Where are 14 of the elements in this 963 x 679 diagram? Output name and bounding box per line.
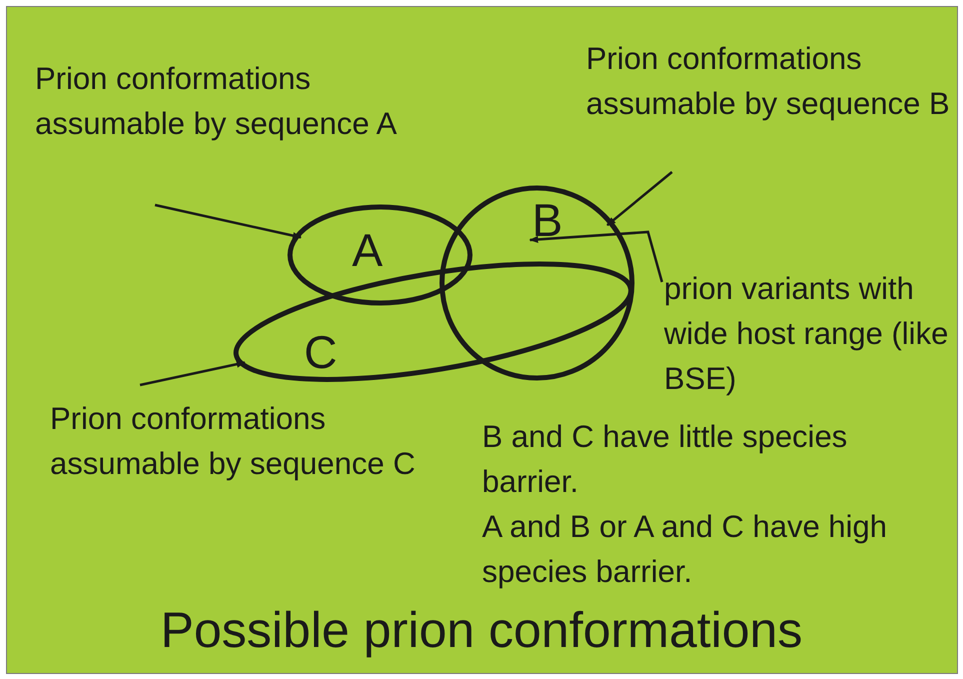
title: Possible prion conformations [160,601,804,660]
arrow [606,171,673,226]
set-letter: B [532,195,563,245]
annotation-text: Prion conformations assumable by sequence C [50,396,430,486]
set-letter: C [304,326,338,377]
set-letter: A [352,225,383,275]
arrow [140,360,246,386]
annotation-text: prion variants with wide host range (like BSE) [664,266,954,401]
annotation-text: Prion conformations assumable by sequence B [586,36,956,126]
arrow [529,230,664,282]
note-text: A and B or A and C have high species barrier. [482,508,888,591]
arrow [154,204,302,240]
annotation-text: Prion conformations assumable by sequence A [35,56,415,146]
note-text: B and C have little species barrier. [482,418,848,501]
